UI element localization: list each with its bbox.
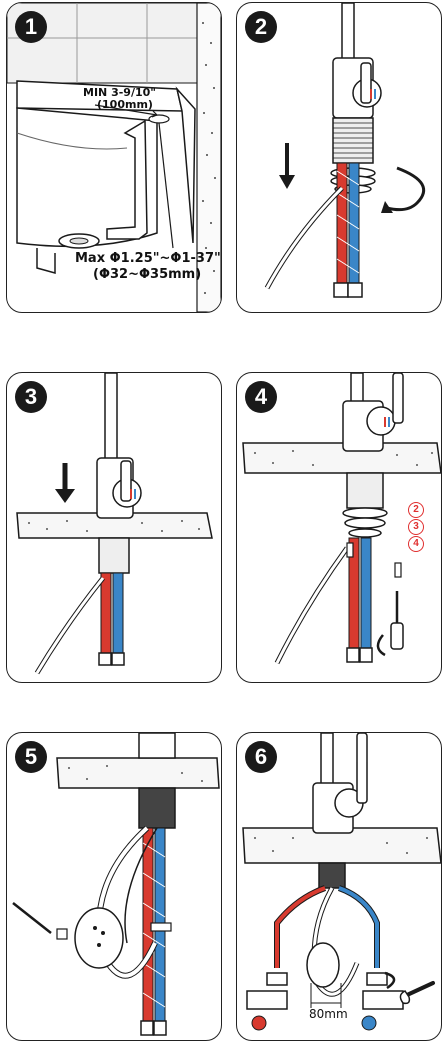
sink-hole-diagram (7, 3, 221, 312)
screwdriver-icon (390, 591, 404, 650)
step-2-panel: 2 (236, 2, 442, 313)
max-hole-metric: (Φ32~Φ35mm) (93, 267, 202, 282)
faucet-insert-diagram (16, 373, 213, 675)
down-arrow-icon (55, 463, 75, 503)
step-number-badge: 5 (15, 741, 47, 773)
min-distance-label: MIN 3-9/10" (83, 86, 157, 99)
weight-install-diagram (12, 733, 220, 1036)
mounting-parts-diagram (242, 373, 441, 665)
step-5-panel: 5 (6, 732, 222, 1041)
step-number-badge: 3 (15, 381, 47, 413)
part-number-2: 2 (408, 502, 424, 518)
step-number-badge: 6 (245, 741, 277, 773)
valve-connect-diagram (242, 733, 441, 1031)
step-number-badge: 2 (245, 11, 277, 43)
step-6-panel: 6 (236, 732, 442, 1041)
wrench-icon (399, 981, 435, 1005)
distance-label: 80mm (309, 1007, 348, 1021)
part-number-3: 3 (408, 519, 424, 535)
faucet-hose-diagram (264, 3, 426, 298)
step-number-badge: 4 (245, 381, 277, 413)
step-number-badge: 1 (15, 11, 47, 43)
screwdriver-icon (12, 902, 68, 940)
step-3-panel: 3 (6, 372, 222, 683)
min-distance-metric: (100mm) (97, 98, 153, 111)
part-number-4: 4 (408, 536, 424, 552)
max-hole-label: Max Φ1.25"~Φ1-37" (75, 251, 221, 266)
step-4-panel: 4 (236, 372, 442, 683)
step-1-panel: 1 MIN 3-9/10 (6, 2, 222, 313)
down-arrow-icon (279, 143, 295, 189)
rotate-arrow-icon (381, 166, 426, 213)
